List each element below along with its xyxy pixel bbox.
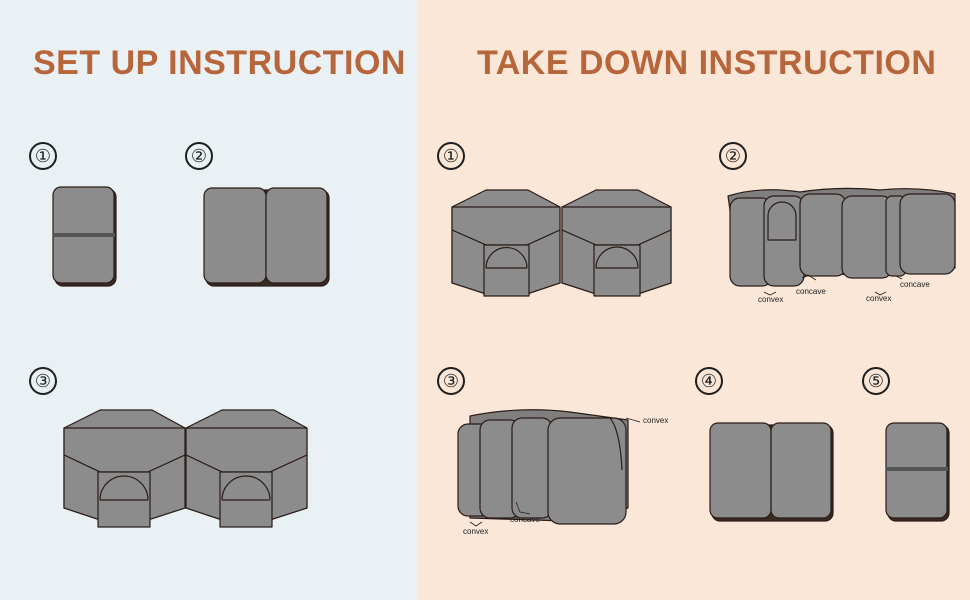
- takedown-step-2-convex-label-left: convex: [758, 295, 783, 304]
- setup-step-1-folded-pack: [52, 186, 117, 287]
- setup-step-3-number: ③: [29, 367, 57, 395]
- takedown-step-2-concave-label-right: concave: [900, 280, 930, 289]
- setup-step-2-unfolded-panels: [203, 187, 330, 287]
- takedown-heading: TAKE DOWN INSTRUCTION: [477, 44, 937, 82]
- takedown-step-3-concave-label: concave: [510, 515, 540, 524]
- setup-step-2-number: ②: [185, 142, 213, 170]
- takedown-step-1-number: ①: [437, 142, 465, 170]
- takedown-step-1-playpen: [451, 189, 672, 297]
- takedown-step-3-accordion-fold: [457, 409, 629, 525]
- takedown-step-2-concave-label-left: concave: [796, 287, 826, 296]
- takedown-step-2-number: ②: [719, 142, 747, 170]
- setup-step-3-playpen: [63, 409, 308, 528]
- takedown-step-5-number: ⑤: [862, 367, 890, 395]
- takedown-step-2-convex-label-right: convex: [866, 294, 891, 303]
- takedown-step-3-convex-label-top: convex: [643, 416, 668, 425]
- takedown-step-3-convex-label-bottom: convex: [463, 527, 488, 536]
- takedown-step-4-two-panels: [709, 422, 834, 522]
- takedown-step-3-number: ③: [437, 367, 465, 395]
- takedown-step-5-folded-pack: [885, 422, 950, 522]
- setup-heading: SET UP INSTRUCTION: [33, 44, 406, 82]
- takedown-step-2-folding-panels: [727, 187, 956, 287]
- takedown-step-4-number: ④: [695, 367, 723, 395]
- setup-step-1-number: ①: [29, 142, 57, 170]
